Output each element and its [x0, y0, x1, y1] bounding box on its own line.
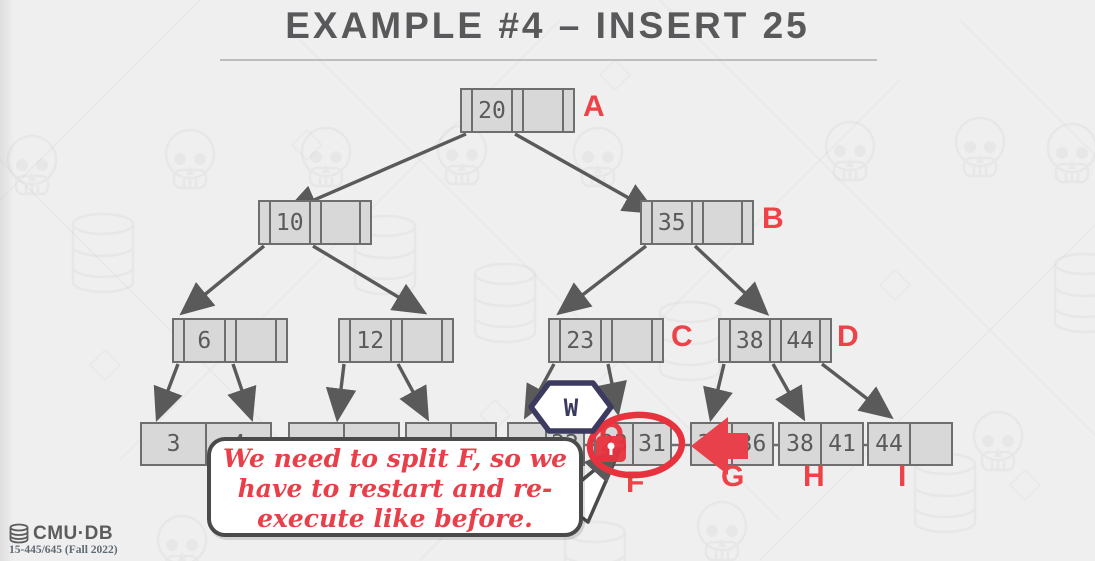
key-cell: [524, 90, 564, 131]
btree-node-10: 10: [258, 200, 372, 245]
pointer-cell: [361, 202, 370, 243]
pointer-cell: [720, 320, 731, 361]
node-label-F: F: [626, 466, 645, 499]
pointer-cell: [277, 320, 286, 361]
pointer-cell: [743, 202, 752, 243]
tree-edge: [514, 132, 658, 215]
pointer-cell: [260, 202, 271, 243]
brand-text: CMU·DB: [33, 523, 114, 544]
key-cell: [911, 424, 951, 464]
key-cell: 20: [473, 90, 513, 131]
tree-edge: [325, 363, 357, 423]
tree-edge: [283, 132, 467, 214]
key-cell: [613, 320, 653, 361]
btree-node-D: 38 44: [718, 318, 832, 363]
pointer-cell: [340, 320, 351, 361]
lock-icon: [596, 422, 626, 462]
key-cell: [403, 320, 443, 361]
key-cell: 10: [271, 202, 311, 243]
bubble-line-3: execute like before.: [257, 504, 533, 533]
pointer-cell: [564, 90, 573, 131]
key-cell: 35: [692, 424, 733, 464]
title-rule: [220, 59, 877, 61]
key-cell: 38: [780, 424, 822, 464]
node-label-C: C: [671, 320, 693, 353]
tree-edge: [227, 363, 257, 423]
key-cell: 3: [142, 424, 207, 464]
pointer-cell: [443, 320, 452, 361]
course-text: 15-445/645 (Fall 2022): [9, 544, 118, 556]
key-cell: 44: [869, 424, 911, 464]
btree-node-C: 23: [548, 318, 664, 363]
tree-edge: [556, 244, 648, 316]
tree-edge: [396, 363, 430, 422]
key-cell: 35: [653, 202, 693, 243]
pointer-cell: [771, 320, 782, 361]
btree-node-A: 20: [460, 88, 575, 133]
key-cell: 38: [731, 320, 771, 361]
node-label-H: H: [803, 460, 825, 493]
tree-edge: [523, 363, 556, 420]
red-ellipse-annotation: [586, 411, 686, 479]
node-label-D: D: [837, 320, 859, 353]
pointer-cell: [821, 320, 830, 361]
btree-node-12: 12: [338, 318, 454, 363]
pointer-cell: [693, 202, 704, 243]
tree-edge: [703, 363, 733, 423]
key-cell: 6: [185, 320, 226, 361]
tree-edge: [179, 244, 266, 316]
pointer-cell: [462, 90, 473, 131]
key-cell: [704, 202, 743, 243]
key-cell: 36: [738, 431, 767, 457]
red-arrow-annotation: [691, 417, 748, 475]
cmu-db-logo: CMU·DB: [8, 523, 113, 545]
tree-edge: [153, 363, 183, 422]
pointer-cell: [653, 320, 662, 361]
key-cell: 31: [638, 431, 666, 457]
btree-node-I: 44: [867, 422, 953, 466]
left-edge-shade: [0, 0, 14, 561]
database-icon: [9, 523, 29, 544]
btree-node-6: 6: [172, 318, 288, 363]
latch-label: W: [564, 394, 579, 422]
tree-edge: [771, 363, 806, 422]
key-cell: [322, 202, 361, 243]
key-cell: 23: [596, 424, 634, 464]
pointer-cell: [311, 202, 322, 243]
pointer-cell: [602, 320, 613, 361]
write-latch-hexagon: W: [528, 380, 614, 434]
node-label-B: B: [762, 202, 784, 235]
pointer-cell: [226, 320, 237, 361]
key-cell: [237, 320, 277, 361]
key-cell: 44: [782, 320, 821, 361]
key-cell: 23: [561, 320, 602, 361]
node-label-I: I: [898, 460, 907, 493]
speech-bubble: We need to split F, so we have to restar…: [207, 437, 583, 537]
pointer-cell: [513, 90, 524, 131]
slide-title: EXAMPLE #4 – INSERT 25: [285, 5, 810, 46]
key-cell: 41: [828, 431, 856, 457]
pointer-cell: [642, 202, 653, 243]
tree-edge: [693, 244, 770, 316]
pointer-cell: [392, 320, 403, 361]
node-label-A: A: [583, 90, 605, 123]
tree-edge: [596, 363, 627, 417]
tree-edge: [820, 362, 894, 420]
bubble-line-1: We need to split F, so we: [222, 444, 568, 473]
pointer-cell: [174, 320, 185, 361]
tree-edge: [312, 244, 428, 315]
bubble-line-2: have to restart and re-: [237, 474, 553, 503]
key-cell: 12: [351, 320, 392, 361]
pointer-cell: [550, 320, 561, 361]
node-label-G: G: [721, 460, 745, 493]
btree-node-B: 35: [640, 200, 754, 245]
